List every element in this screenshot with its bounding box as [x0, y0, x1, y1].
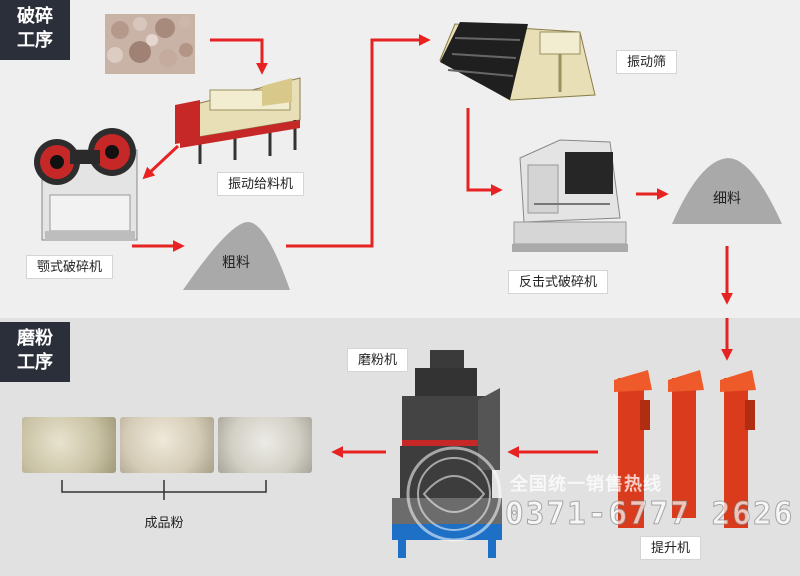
elevator-label: 提升机 — [640, 536, 702, 560]
crushing-tag-line2: 工序 — [17, 30, 53, 51]
watermark-logo — [406, 446, 502, 542]
bucket-elevator-image — [614, 370, 756, 528]
grinding-section-tag: 磨粉 工序 — [0, 322, 70, 382]
crushing-tag-line1: 破碎 — [17, 6, 53, 27]
fine-label: 细料 — [713, 191, 741, 207]
arrow-stone-to-feeder — [210, 38, 268, 75]
impact-crusher-image — [512, 139, 628, 252]
jaw-crusher-image — [34, 128, 138, 241]
impact-crusher-label: 反击式破碎机 — [508, 270, 609, 294]
powder-sample-1 — [22, 417, 116, 473]
grinding-tag-line1: 磨粉 — [17, 328, 53, 349]
powder-sample-2 — [120, 417, 214, 473]
arrow-feeder-to-jaw — [142, 144, 180, 180]
arrow-coarse-to-screen — [286, 34, 431, 248]
powder-bracket — [61, 480, 267, 500]
grinding-mill-label: 磨粉机 — [347, 348, 409, 372]
coarse-label: 粗料 — [222, 255, 250, 271]
jaw-crusher-label: 颚式破碎机 — [26, 255, 114, 279]
watermark-hotline-text: 全国统一销售热线 — [510, 474, 662, 495]
arrow-screen-to-impact — [466, 108, 503, 196]
grinding-tag-line2: 工序 — [17, 352, 53, 373]
powder-sample-3 — [218, 417, 312, 473]
raw-stone-image — [105, 14, 195, 74]
vibrating-screen-label: 振动筛 — [616, 50, 678, 74]
vibrating-feeder-image — [175, 77, 301, 164]
vibrating-screen-image — [439, 22, 596, 101]
finished-powder-label: 成品粉 — [144, 516, 184, 531]
coarse-pile — [183, 222, 290, 290]
crushing-section-tag: 破碎 工序 — [0, 0, 70, 60]
fine-pile — [672, 158, 782, 224]
vibrating-feeder-label: 振动给料机 — [217, 172, 305, 196]
watermark-phone-number: 0371-6777 2626 — [504, 496, 795, 533]
flow-arrows — [132, 34, 733, 458]
